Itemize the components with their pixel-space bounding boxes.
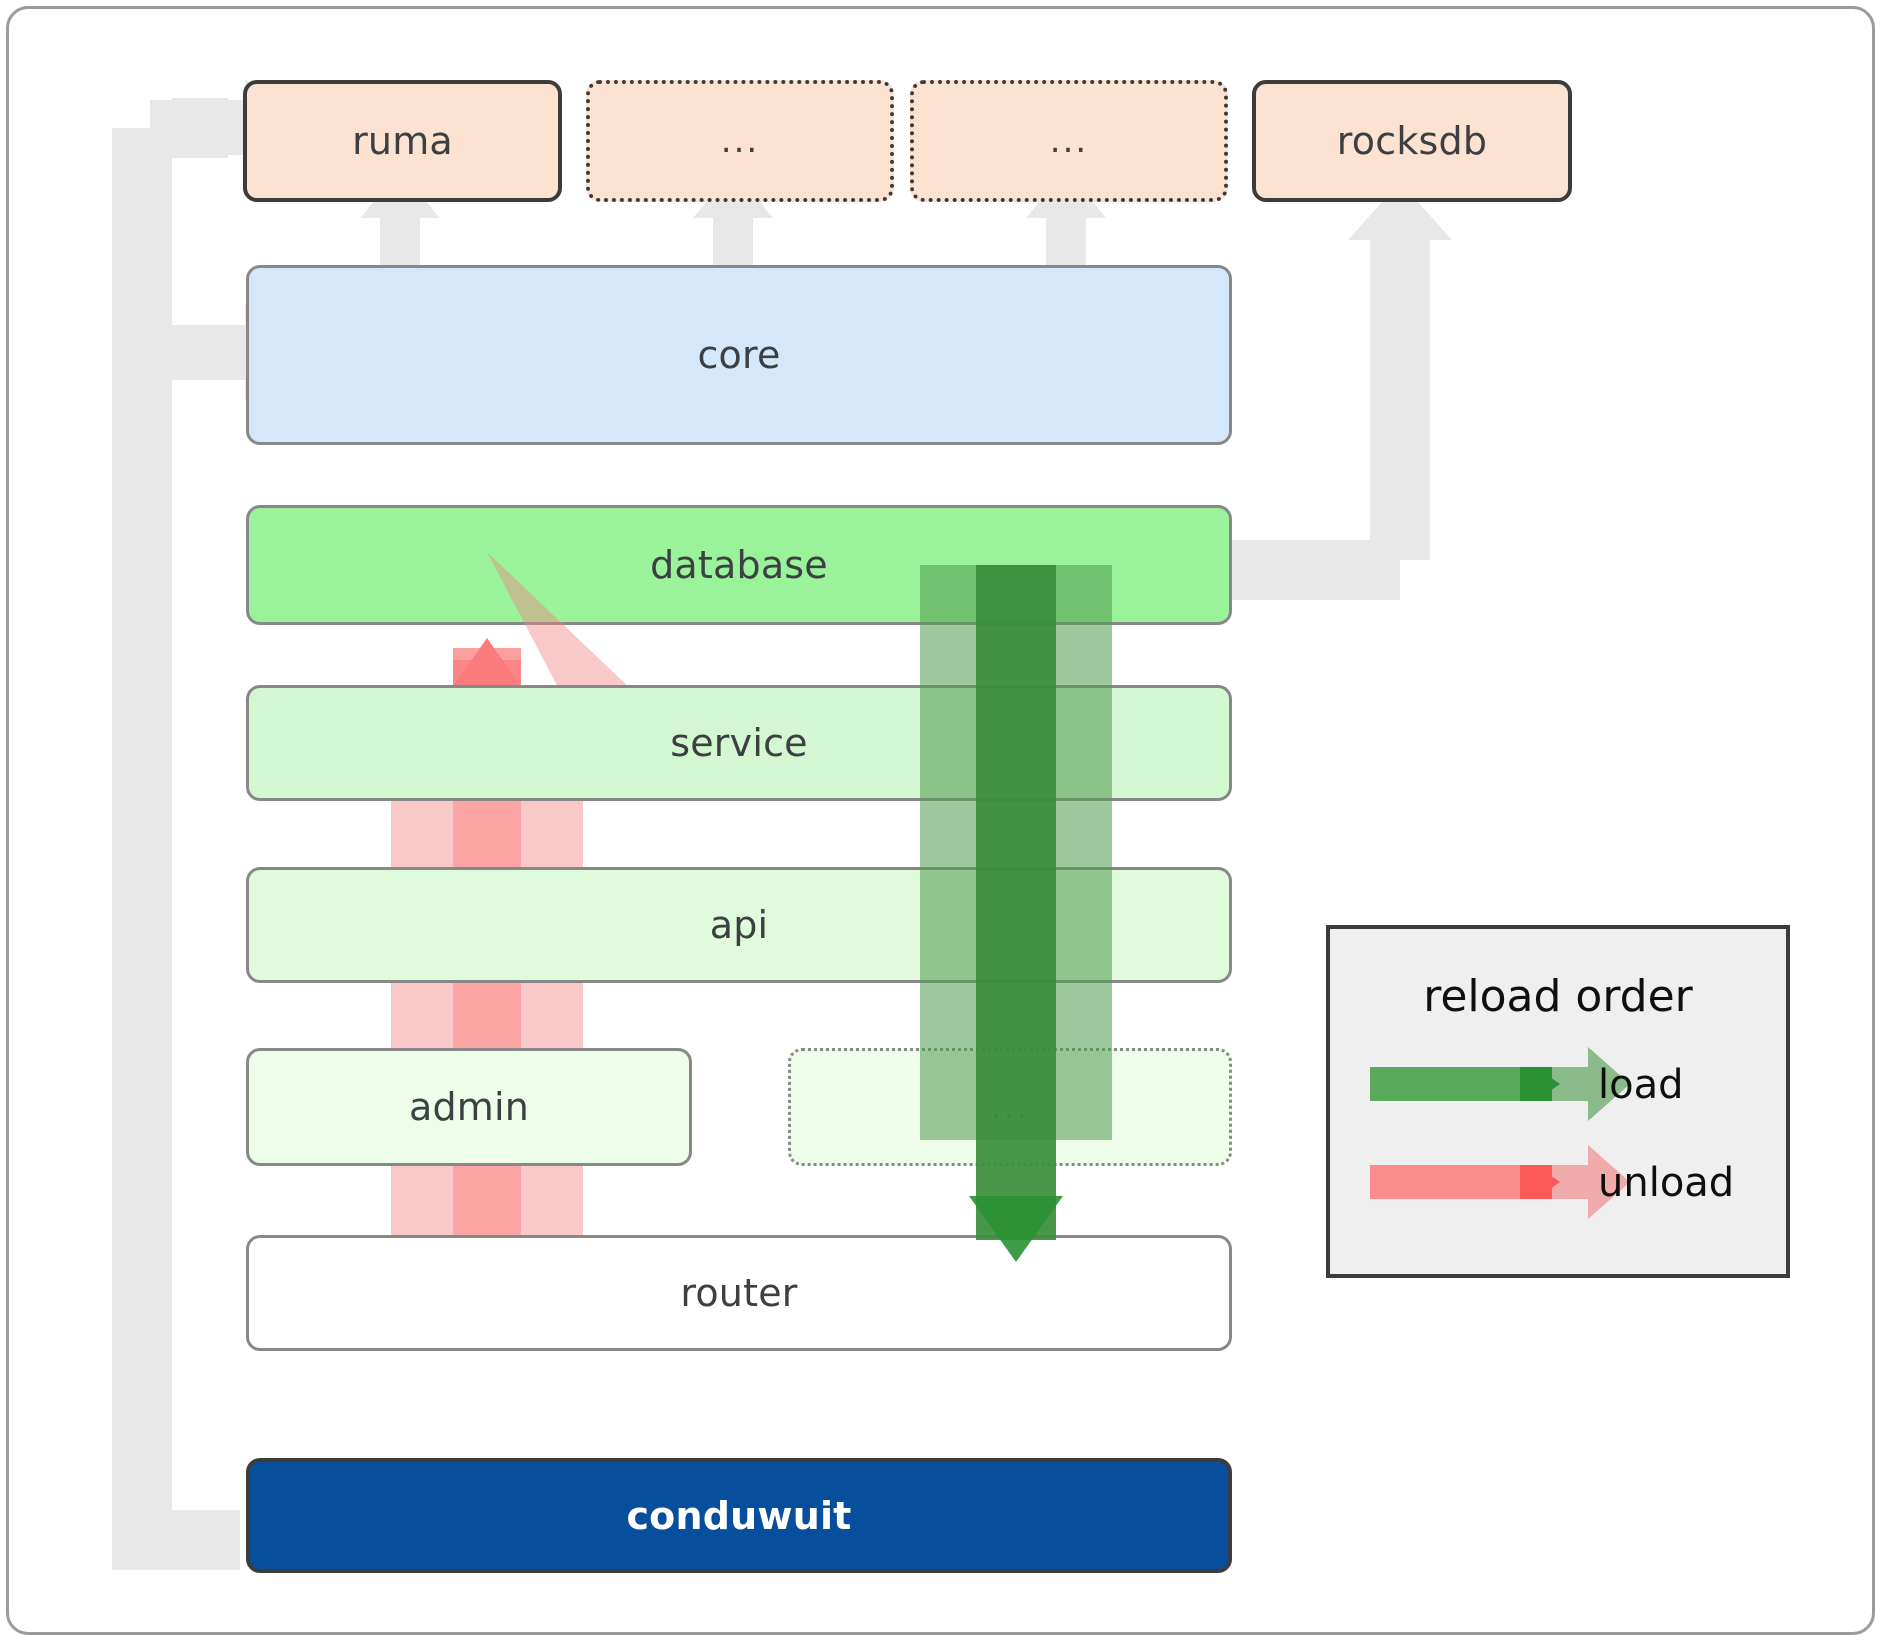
node-database-label: database [650,543,828,587]
node-service-label: service [670,721,808,765]
node-conduwuit-label: conduwuit [626,1493,852,1538]
node-core-label: core [697,333,781,377]
node-rocksdb[interactable]: rocksdb [1252,80,1572,202]
node-rocksdb-label: rocksdb [1336,119,1488,163]
legend-arrow-layer [1370,1047,1630,1219]
node-api-label: api [709,903,769,947]
node-ellipsis-top-2-label: ... [1049,121,1089,161]
legend-label-load: load [1598,1062,1684,1108]
node-ruma-label: ruma [352,119,453,163]
legend-load-arrow [1370,1047,1630,1121]
legend-title: reload order [1423,971,1693,1022]
node-router[interactable]: router [246,1235,1232,1351]
node-ruma[interactable]: ruma [243,80,562,202]
legend-label-unload: unload [1598,1160,1735,1206]
node-ellipsis-top-2[interactable]: ... [910,80,1228,202]
node-admin[interactable]: admin [246,1048,692,1166]
node-core[interactable]: core [246,265,1232,445]
legend-unload-arrow [1370,1145,1630,1219]
node-service[interactable]: service [246,685,1232,801]
diagram-frame [6,6,1875,1635]
node-admin-label: admin [408,1085,530,1129]
node-ellipsis-mid-label: ... [990,1087,1030,1127]
node-ellipsis-mid[interactable]: ... [788,1048,1232,1166]
node-api[interactable]: api [246,867,1232,983]
legend-panel: reload order load unload [1326,925,1790,1278]
node-conduwuit[interactable]: conduwuit [246,1458,1232,1573]
node-database[interactable]: database [246,505,1232,625]
node-ellipsis-top-1[interactable]: ... [586,80,894,202]
node-ellipsis-top-1-label: ... [720,121,760,161]
node-router-label: router [680,1271,798,1315]
